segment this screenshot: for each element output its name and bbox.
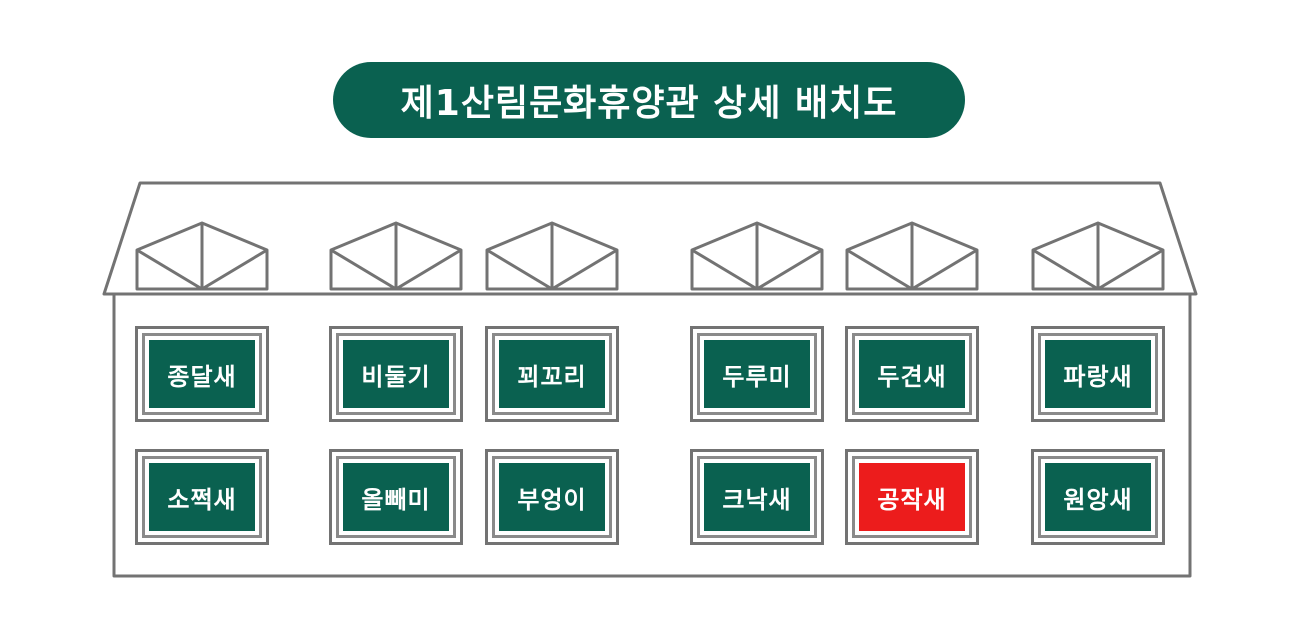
room-bottom-6[interactable]: 원앙새 — [1031, 449, 1165, 545]
room-label: 꾀꼬리 — [499, 340, 605, 408]
room-top-2[interactable]: 비둘기 — [329, 326, 463, 422]
room-label: 소쩍새 — [149, 463, 255, 531]
room-label: 올빼미 — [343, 463, 449, 531]
room-top-6[interactable]: 파랑새 — [1031, 326, 1165, 422]
building-body — [112, 292, 1192, 578]
dormer-4 — [690, 221, 824, 291]
room-bottom-3[interactable]: 부엉이 — [485, 449, 619, 545]
page-title: 제1산림문화휴양관 상세 배치도 — [333, 62, 965, 138]
dormer-5 — [845, 221, 979, 291]
room-top-4[interactable]: 두루미 — [690, 326, 824, 422]
room-bottom-4[interactable]: 크낙새 — [690, 449, 824, 545]
room-top-5[interactable]: 두견새 — [845, 326, 979, 422]
dormer-6 — [1031, 221, 1165, 291]
room-label: 종달새 — [149, 340, 255, 408]
dormer-2 — [329, 221, 463, 291]
room-bottom-1[interactable]: 소쩍새 — [135, 449, 269, 545]
room-label: 부엉이 — [499, 463, 605, 531]
room-label: 크낙새 — [704, 463, 810, 531]
room-label: 두루미 — [704, 340, 810, 408]
dormer-1 — [135, 221, 269, 291]
room-label: 원앙새 — [1045, 463, 1151, 531]
room-bottom-2[interactable]: 올빼미 — [329, 449, 463, 545]
dormer-3 — [485, 221, 619, 291]
room-label: 비둘기 — [343, 340, 449, 408]
room-label: 공작새 — [859, 463, 965, 531]
room-bottom-5-highlighted[interactable]: 공작새 — [845, 449, 979, 545]
room-label: 파랑새 — [1045, 340, 1151, 408]
room-top-3[interactable]: 꾀꼬리 — [485, 326, 619, 422]
room-label: 두견새 — [859, 340, 965, 408]
room-top-1[interactable]: 종달새 — [135, 326, 269, 422]
